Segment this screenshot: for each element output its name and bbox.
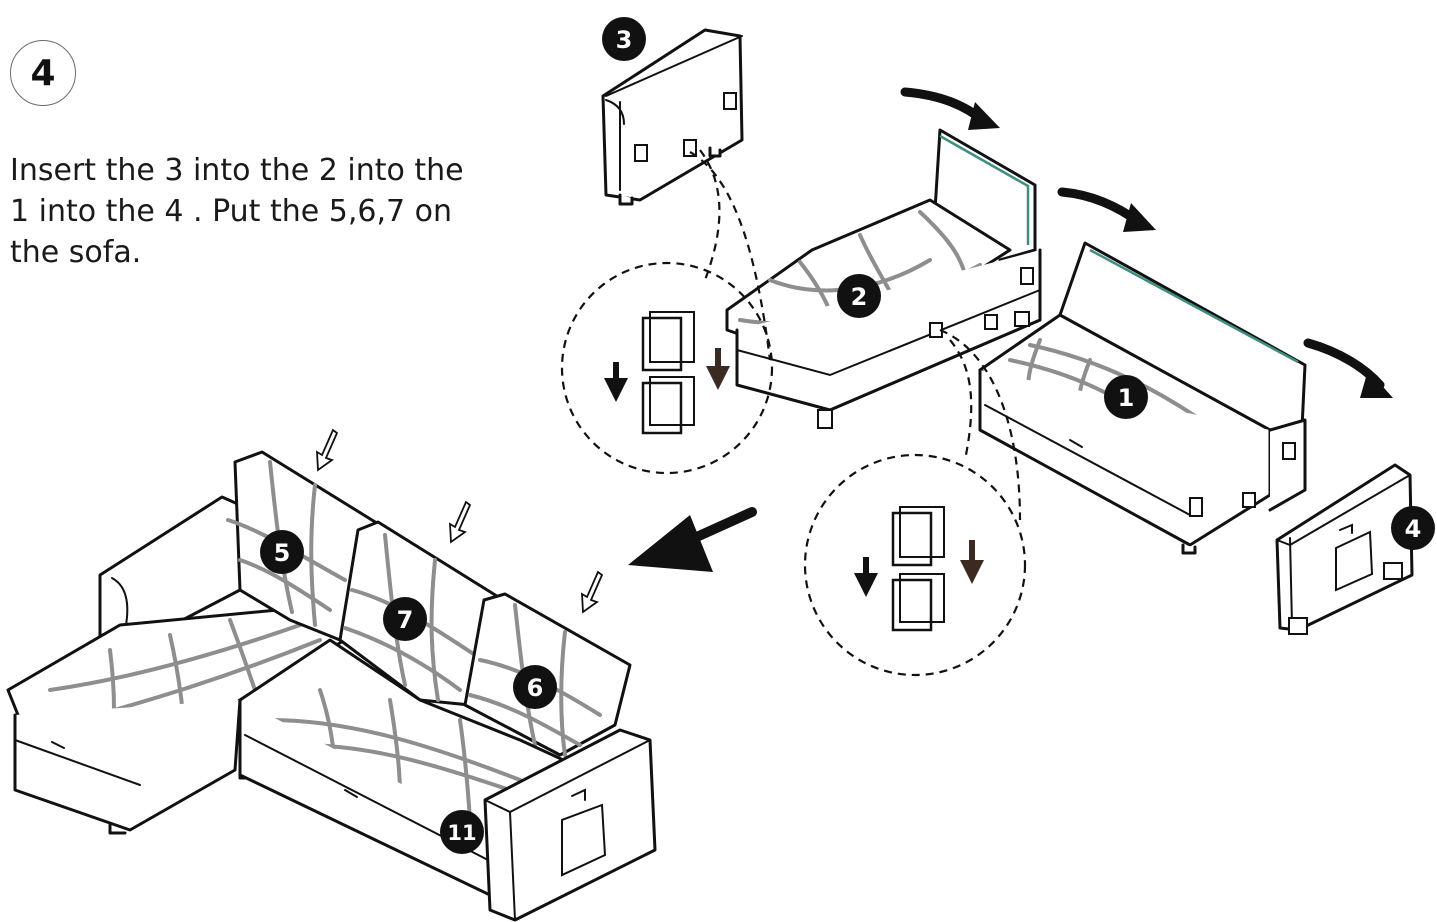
marker-part-3: 3	[602, 17, 646, 61]
marker-part-2-label: 2	[851, 283, 868, 311]
marker-cushion-5-label: 5	[274, 539, 291, 567]
part-4-armrest	[1275, 463, 1414, 635]
marker-part-4: 4	[1391, 506, 1435, 550]
step-number-badge: 4	[10, 40, 76, 106]
bracket-detail-right	[803, 453, 1027, 677]
marker-cushion-7-label: 7	[397, 606, 414, 634]
marker-item-11: 11	[440, 810, 484, 854]
instruction-text: Insert the 3 into the 2 into the 1 into …	[10, 153, 464, 270]
move-arrow-1-head	[968, 102, 1000, 130]
result-arrow-head	[628, 515, 713, 572]
result-arrow	[685, 507, 757, 545]
marker-cushion-5: 5	[260, 530, 304, 574]
part-3-armrest	[601, 28, 744, 206]
marker-cushion-6: 6	[513, 665, 557, 709]
move-arrow-2-head	[1123, 203, 1156, 232]
move-arrow-3-head	[1360, 370, 1393, 398]
marker-cushion-7: 7	[383, 597, 427, 641]
marker-part-3-label: 3	[616, 26, 633, 54]
bracket-detail-left	[560, 261, 774, 475]
marker-part-1-label: 1	[1118, 384, 1135, 412]
part-1-loveseat	[978, 241, 1307, 555]
connector-3-to-detail	[699, 149, 721, 281]
marker-part-1: 1	[1104, 375, 1148, 419]
marker-part-2: 2	[837, 274, 881, 318]
connector-2-to-detail	[949, 339, 973, 461]
marker-part-4-label: 4	[1405, 515, 1422, 543]
assembled-sofa	[6, 450, 657, 922]
marker-item-11-label: 11	[447, 821, 476, 845]
connector-2-to-1	[939, 328, 1022, 521]
connector-3-to-2	[689, 151, 772, 361]
marker-cushion-6-label: 6	[527, 674, 544, 702]
cushion-drop-arrows	[316, 428, 604, 614]
